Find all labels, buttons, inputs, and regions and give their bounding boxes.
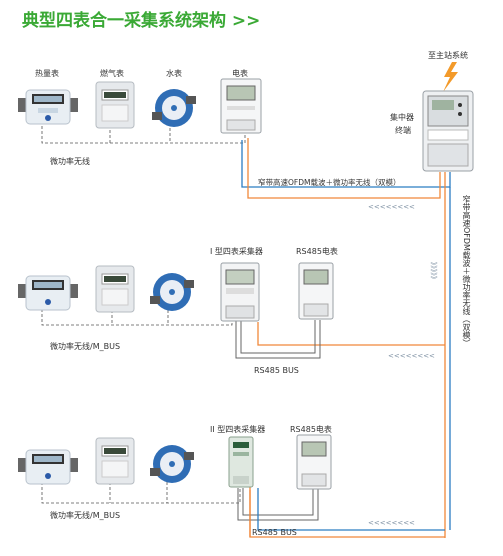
- row1-wireless-line: [41, 126, 246, 144]
- orange-trunk-1: [247, 138, 441, 199]
- row2-gas-meter-icon: [95, 265, 135, 313]
- page-title: 典型四表合一采集系统架构 >>: [22, 11, 261, 31]
- row3-wireless-line: [41, 482, 241, 504]
- chevrons-row1: <<<<<<<<: [368, 203, 415, 211]
- row2-water-meter-icon: [150, 273, 194, 311]
- row2-rs485-meter-icon: [298, 262, 334, 320]
- electric-meter-icon: [220, 78, 262, 134]
- row3-rs485-meter-icon: [296, 434, 332, 490]
- gas-meter-label: 燃气表: [100, 69, 124, 78]
- row3-rs485-bus: [237, 488, 319, 521]
- row2-wireless-label: 微功率无线/M_BUS: [50, 342, 121, 351]
- row3-wireless-label: 微功率无线/M_BUS: [50, 511, 121, 520]
- row3-collector-label: II 型四表采集器: [210, 425, 266, 434]
- row2-rs485-meter-label: RS485电表: [296, 247, 338, 256]
- concentrator-label-1: 集中器: [390, 113, 414, 122]
- water-meter-icon: [152, 89, 196, 127]
- row1-wireless-label: 微功率无线: [50, 157, 90, 166]
- master-station-label: 至主站系统: [428, 51, 468, 60]
- concentrator-label-2: 终端: [395, 126, 411, 135]
- row3-heat-meter-icon: [18, 449, 78, 485]
- row2-wireless-line: [41, 304, 233, 326]
- chevrons-row3: <<<<<<<<: [368, 519, 415, 527]
- row1-dualmode-label: 窄带高速OFDM载波＋微功率无线（双模）: [258, 178, 401, 187]
- row2-collector-label: I 型四表采集器: [210, 247, 263, 256]
- vertical-dualmode-label: 窄带高速OFDM载波＋微功率无线（双模）: [462, 195, 471, 347]
- row3-gas-meter-icon: [95, 437, 135, 485]
- row1-dualmode-line: [241, 140, 451, 188]
- lightning-icon: [443, 62, 458, 92]
- row3-water-meter-icon: [150, 445, 194, 483]
- row2-heat-meter-icon: [18, 275, 78, 311]
- electric-meter-label: 电表: [232, 69, 248, 78]
- row3-rs485-meter-label: RS485电表: [290, 425, 332, 434]
- concentrator-icon: [422, 90, 474, 172]
- row3-bus-label: RS485 BUS: [252, 528, 297, 537]
- heat-meter-icon: [18, 89, 78, 125]
- gas-meter-icon: [95, 81, 135, 129]
- heat-meter-label: 热量表: [35, 69, 59, 78]
- water-meter-label: 水表: [166, 69, 182, 78]
- row2-bus-label: RS485 BUS: [254, 366, 299, 375]
- row2-collector-icon: [220, 262, 260, 322]
- chevrons-row2: <<<<<<<<: [388, 352, 435, 360]
- row3-collector-icon: [228, 436, 254, 488]
- chevrons-vertical: 》》》》》: [430, 262, 438, 283]
- row2-rs485-bus: [235, 320, 321, 359]
